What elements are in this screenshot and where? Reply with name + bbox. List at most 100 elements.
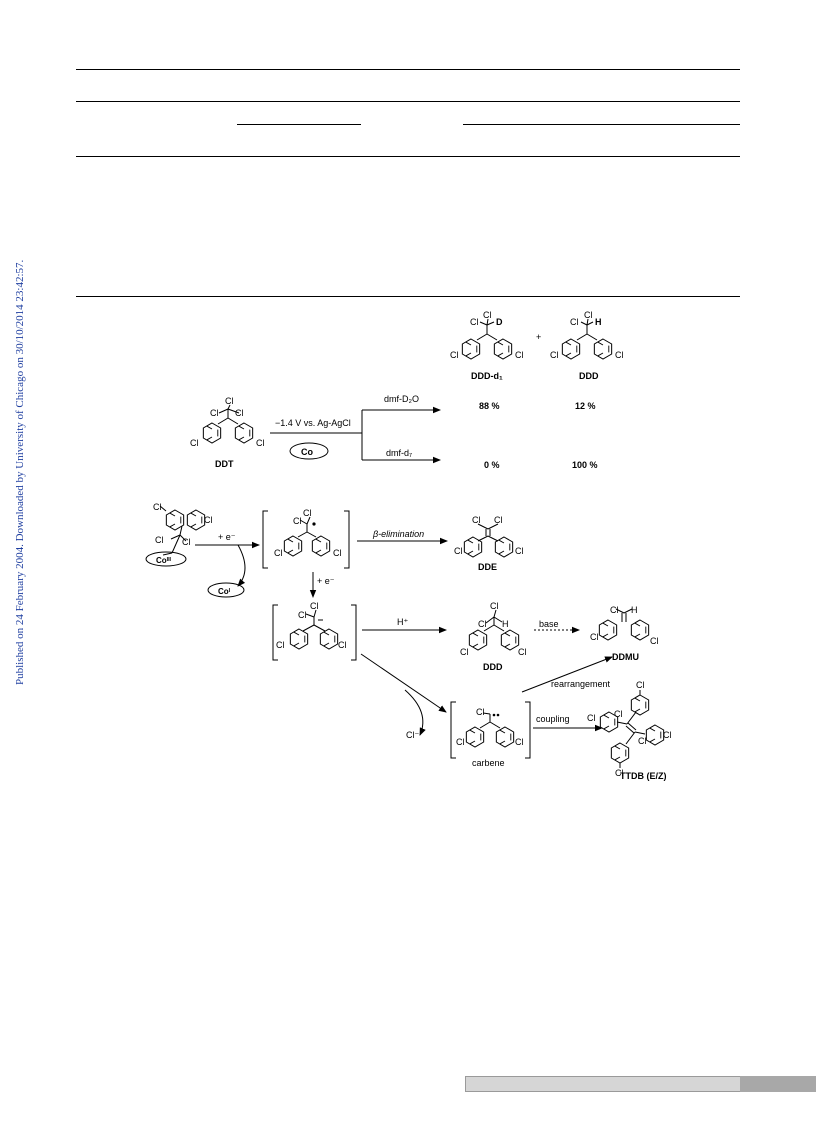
atom-d: D bbox=[496, 317, 503, 327]
atom-cl: Cl bbox=[587, 713, 596, 723]
table-rule-body bbox=[76, 156, 740, 157]
label-h-plus: H⁺ bbox=[397, 617, 408, 627]
bracket-anion-left bbox=[272, 604, 278, 661]
arrow-cl-leaving bbox=[404, 689, 426, 736]
atom-cl: Cl bbox=[494, 515, 503, 525]
label-carbene: carbene bbox=[472, 758, 505, 768]
atom-cl: Cl bbox=[456, 737, 465, 747]
atom-cl: Cl bbox=[235, 408, 244, 418]
label-ddd-d1: DDD-d₁ bbox=[471, 371, 503, 381]
atom-h: H bbox=[631, 605, 638, 615]
arrow-rearrangement bbox=[521, 656, 613, 693]
label-ddd-mechanism: DDD bbox=[483, 662, 503, 672]
atom-cl: Cl bbox=[472, 515, 481, 525]
bracket-radical-right bbox=[344, 510, 350, 569]
atom-cl: Cl bbox=[310, 601, 319, 611]
table-rule-sub-2 bbox=[463, 124, 740, 125]
ttdb-structure bbox=[599, 690, 665, 768]
table-rule-top bbox=[76, 69, 740, 70]
atom-cl: Cl bbox=[650, 636, 659, 646]
atom-cl: Cl bbox=[515, 737, 524, 747]
label-ddt: DDT bbox=[215, 459, 234, 469]
carbene-structure bbox=[465, 712, 515, 748]
ddd-d1-structure bbox=[461, 318, 513, 360]
atom-cl: Cl bbox=[153, 502, 162, 512]
atom-cl: Cl bbox=[518, 647, 527, 657]
label-rearrangement: rearrangement bbox=[551, 679, 611, 689]
atom-cl: Cl bbox=[515, 350, 524, 360]
table-rule-sub-1 bbox=[237, 124, 361, 125]
arrow-to-carbene bbox=[360, 653, 447, 713]
atom-cl: Cl bbox=[204, 515, 213, 525]
atom-cl: Cl bbox=[274, 548, 283, 558]
footer-bar-page bbox=[740, 1076, 816, 1092]
atom-cl: Cl bbox=[515, 546, 524, 556]
atom-cl: Cl bbox=[256, 438, 265, 448]
atom-cl: Cl bbox=[276, 640, 285, 650]
plus-sign: + bbox=[536, 332, 541, 342]
atom-cl: Cl bbox=[584, 310, 593, 320]
atom-cl: Cl bbox=[303, 508, 312, 518]
yield-d7-ddd-d1: 0 % bbox=[484, 460, 500, 470]
dde-structure bbox=[463, 523, 514, 558]
atom-cl: Cl bbox=[478, 619, 487, 629]
atom-cl: Cl bbox=[298, 610, 307, 620]
table-rule-header bbox=[76, 101, 740, 102]
bracket-anion-right bbox=[351, 604, 357, 661]
atom-cl: Cl bbox=[454, 546, 463, 556]
atom-cl: Cl bbox=[338, 640, 347, 650]
bracket-carbene-right bbox=[525, 701, 531, 759]
atom-cl: Cl bbox=[182, 537, 191, 547]
atom-cl: Cl bbox=[460, 647, 469, 657]
atom-cl: Cl bbox=[590, 632, 599, 642]
label-conditions: −1.4 V vs. Ag-AgCl bbox=[275, 418, 351, 428]
label-ddmu: DDMU bbox=[612, 652, 639, 662]
anion-structure bbox=[289, 609, 339, 650]
atom-cl: Cl bbox=[470, 317, 479, 327]
atom-cl: Cl bbox=[615, 768, 624, 778]
ddd-structure-top bbox=[561, 318, 613, 360]
atom-cl: Cl bbox=[636, 680, 645, 690]
label-ttdb: TTDB (E/Z) bbox=[620, 771, 667, 781]
atom-cl: Cl bbox=[190, 438, 199, 448]
label-coupling: coupling bbox=[536, 714, 570, 724]
atom-cl: Cl bbox=[225, 396, 234, 406]
atom-cl: Cl bbox=[610, 605, 619, 615]
atom-h: H bbox=[502, 619, 509, 629]
label-solvent-d2o: dmf-D₂O bbox=[384, 394, 419, 404]
ddd-structure-mechanism bbox=[468, 609, 520, 651]
atom-cl: Cl bbox=[476, 707, 485, 717]
atom-cl: Cl bbox=[550, 350, 559, 360]
atom-h: H bbox=[595, 317, 602, 327]
label-co-iii: Coᴵᴵᴵ bbox=[156, 556, 172, 565]
yield-d2o-ddd-d1: 88 % bbox=[479, 401, 500, 411]
bracket-radical-left bbox=[262, 510, 268, 569]
atom-cl: Cl bbox=[663, 730, 672, 740]
radical-structure bbox=[283, 516, 331, 557]
co-i-oval bbox=[207, 582, 245, 598]
atom-cl: Cl bbox=[570, 317, 579, 327]
yield-d2o-ddd: 12 % bbox=[575, 401, 596, 411]
atom-cl: Cl bbox=[615, 350, 624, 360]
label-co-i: Coᴵ bbox=[218, 587, 231, 596]
atom-cl: Cl bbox=[155, 535, 164, 545]
co-catalyst-oval bbox=[289, 442, 329, 460]
label-dde: DDE bbox=[478, 562, 497, 572]
atom-cl: Cl bbox=[490, 601, 499, 611]
label-base: base bbox=[539, 619, 559, 629]
ddmu-structure bbox=[598, 608, 650, 641]
label-co-catalyst: Co bbox=[301, 447, 313, 457]
ddt-structure bbox=[202, 404, 254, 444]
atom-cl: Cl bbox=[333, 548, 342, 558]
label-cl-minus: Cl⁻ bbox=[406, 730, 419, 740]
atom-cl: Cl bbox=[638, 736, 647, 746]
label-electron-2: + e⁻ bbox=[317, 576, 335, 586]
label-solvent-d7: dmf-d₇ bbox=[386, 448, 412, 458]
atom-cl: Cl bbox=[483, 310, 492, 320]
ddt-co-structure bbox=[145, 505, 206, 567]
reaction-scheme: Cl Cl Cl Cl Cl DDT −1.4 V vs. Ag-AgCl Co… bbox=[145, 310, 672, 781]
bracket-carbene-left bbox=[450, 701, 456, 759]
atom-cl: Cl bbox=[450, 350, 459, 360]
atom-cl: Cl bbox=[293, 516, 302, 526]
atom-cl: Cl bbox=[210, 408, 219, 418]
